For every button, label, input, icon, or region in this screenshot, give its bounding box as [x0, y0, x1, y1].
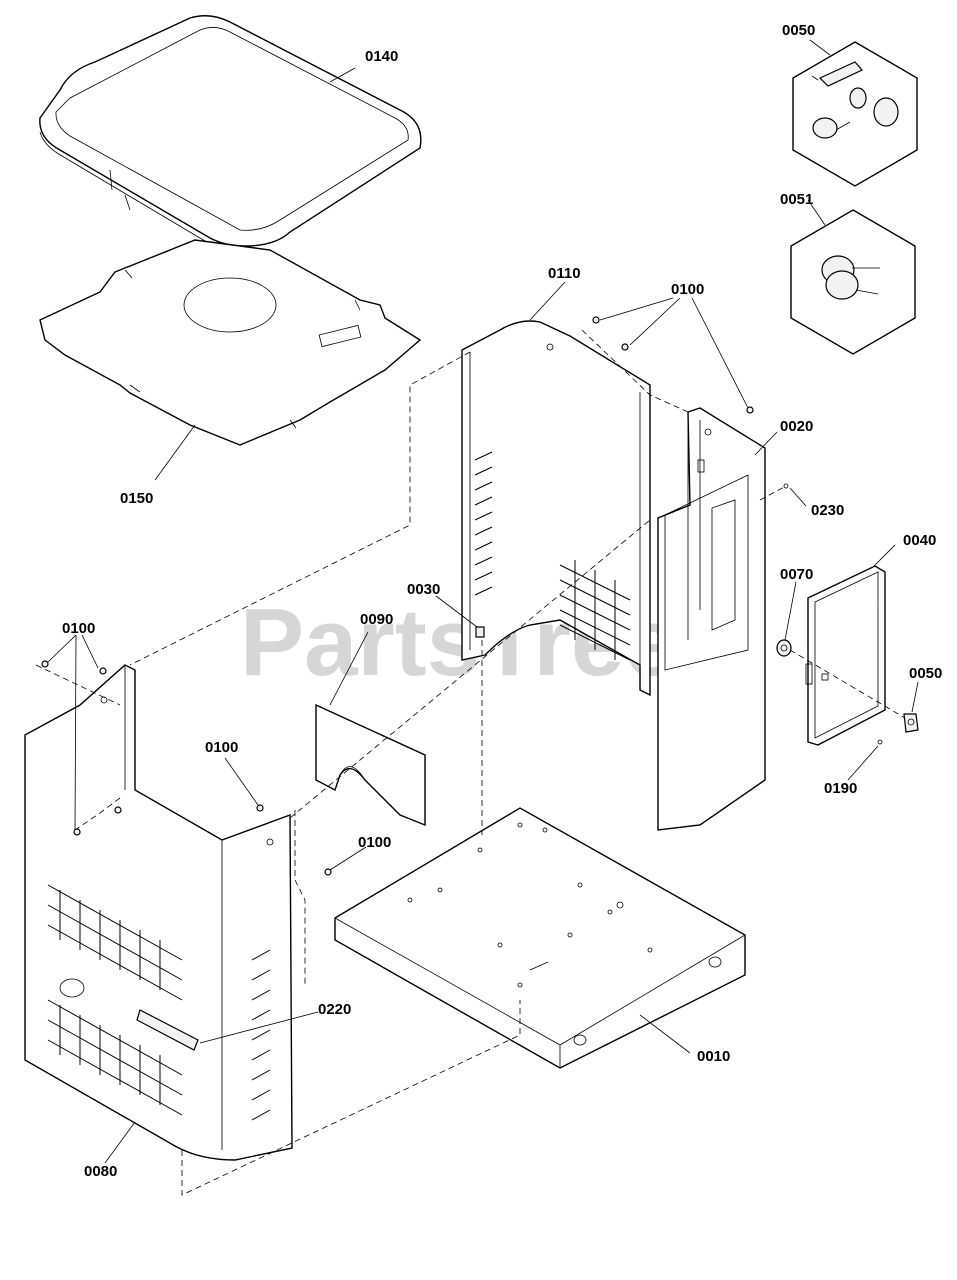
- callout-0040: 0040: [903, 532, 936, 549]
- part-0150-baffle-plate[interactable]: [39, 239, 422, 446]
- part-0010-base[interactable]: [334, 807, 746, 1069]
- assembly-lines: [35, 329, 906, 1196]
- part-0090-insulation-panel[interactable]: [315, 703, 426, 827]
- callout-0150: 0150: [120, 490, 153, 507]
- screws-0100[interactable]: [41, 316, 754, 876]
- part-0040-access-door[interactable]: [805, 565, 886, 746]
- part-0080-side-panel[interactable]: [24, 664, 293, 1161]
- callout-0230: 0230: [811, 502, 844, 519]
- callout-0090: 0090: [360, 611, 393, 628]
- callout-0010: 0010: [697, 1048, 730, 1065]
- callout-0110: 0110: [548, 265, 581, 282]
- part-0050-lock[interactable]: [903, 713, 919, 733]
- callout-0030: 0030: [407, 581, 440, 598]
- callout-0220: 0220: [318, 1001, 351, 1018]
- inset-0050-lock-kit[interactable]: [792, 41, 918, 187]
- callout-0080: 0080: [84, 1163, 117, 1180]
- part-0140-top-cover[interactable]: [39, 15, 422, 247]
- callout-0140: 0140: [365, 48, 398, 65]
- callout-0100-left: 0100: [62, 620, 95, 637]
- part-0110-rear-panel[interactable]: [461, 320, 651, 697]
- inset-0051-keys[interactable]: [790, 209, 916, 355]
- callout-0050-top: 0050: [782, 22, 815, 39]
- callout-0100-mid: 0100: [205, 739, 238, 756]
- callout-0051: 0051: [780, 191, 813, 208]
- callout-0050-right: 0050: [909, 665, 942, 682]
- callout-0070: 0070: [780, 566, 813, 583]
- callout-0020: 0020: [780, 418, 813, 435]
- part-0070-lock-nut[interactable]: [776, 639, 792, 657]
- part-0190-screw[interactable]: [877, 739, 883, 745]
- part-0220-decal[interactable]: [136, 1009, 199, 1051]
- leader-lines: [47, 39, 919, 1164]
- callout-0100-low: 0100: [358, 834, 391, 851]
- callout-0190: 0190: [824, 780, 857, 797]
- part-0020-front-panel[interactable]: [657, 407, 766, 831]
- part-0030-fastener[interactable]: [475, 626, 485, 638]
- callout-0100-top: 0100: [671, 281, 704, 298]
- part-0230-screw[interactable]: [783, 483, 789, 489]
